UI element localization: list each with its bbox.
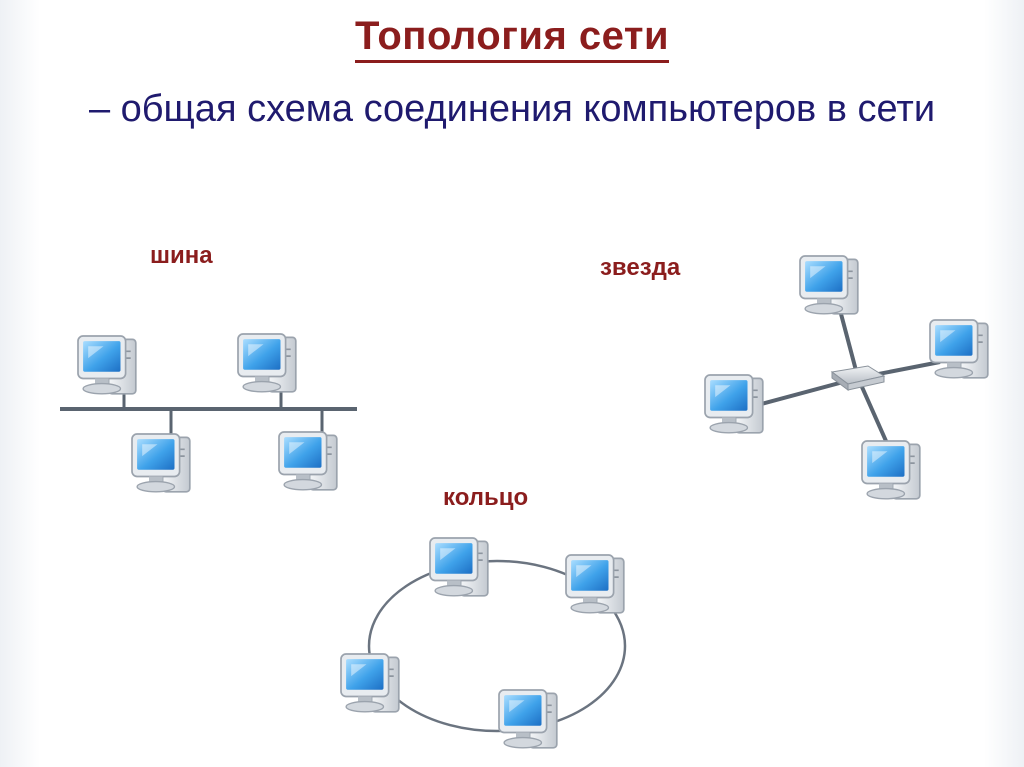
- computer-icon: [278, 431, 338, 491]
- computer-icon: [237, 333, 297, 393]
- computer-icon: [77, 335, 137, 395]
- hub-icon: [830, 365, 886, 391]
- star-label: звезда: [600, 254, 681, 281]
- computer-icon: [704, 374, 764, 434]
- computer-icon: [429, 537, 489, 597]
- computer-icon: [565, 554, 625, 614]
- computer-icon: [498, 689, 558, 749]
- ring-label: кольцо: [443, 484, 529, 511]
- star-topology: [704, 255, 989, 500]
- computer-icon: [861, 440, 921, 500]
- ring-topology: [340, 537, 627, 749]
- page-title-text: Топология сети: [354, 14, 670, 63]
- computer-icon: [340, 653, 400, 713]
- page-subtitle: – общая схема соединения компьютеров в с…: [88, 88, 936, 130]
- computer-icon: [929, 319, 989, 379]
- star-link: [856, 377, 892, 451]
- bus-label: шина: [150, 242, 213, 269]
- ring-cable: [367, 559, 627, 733]
- page-title: Топология сети: [0, 14, 1024, 63]
- computer-icon: [799, 255, 859, 315]
- computer-icon: [131, 433, 191, 493]
- bus-topology: [60, 333, 357, 493]
